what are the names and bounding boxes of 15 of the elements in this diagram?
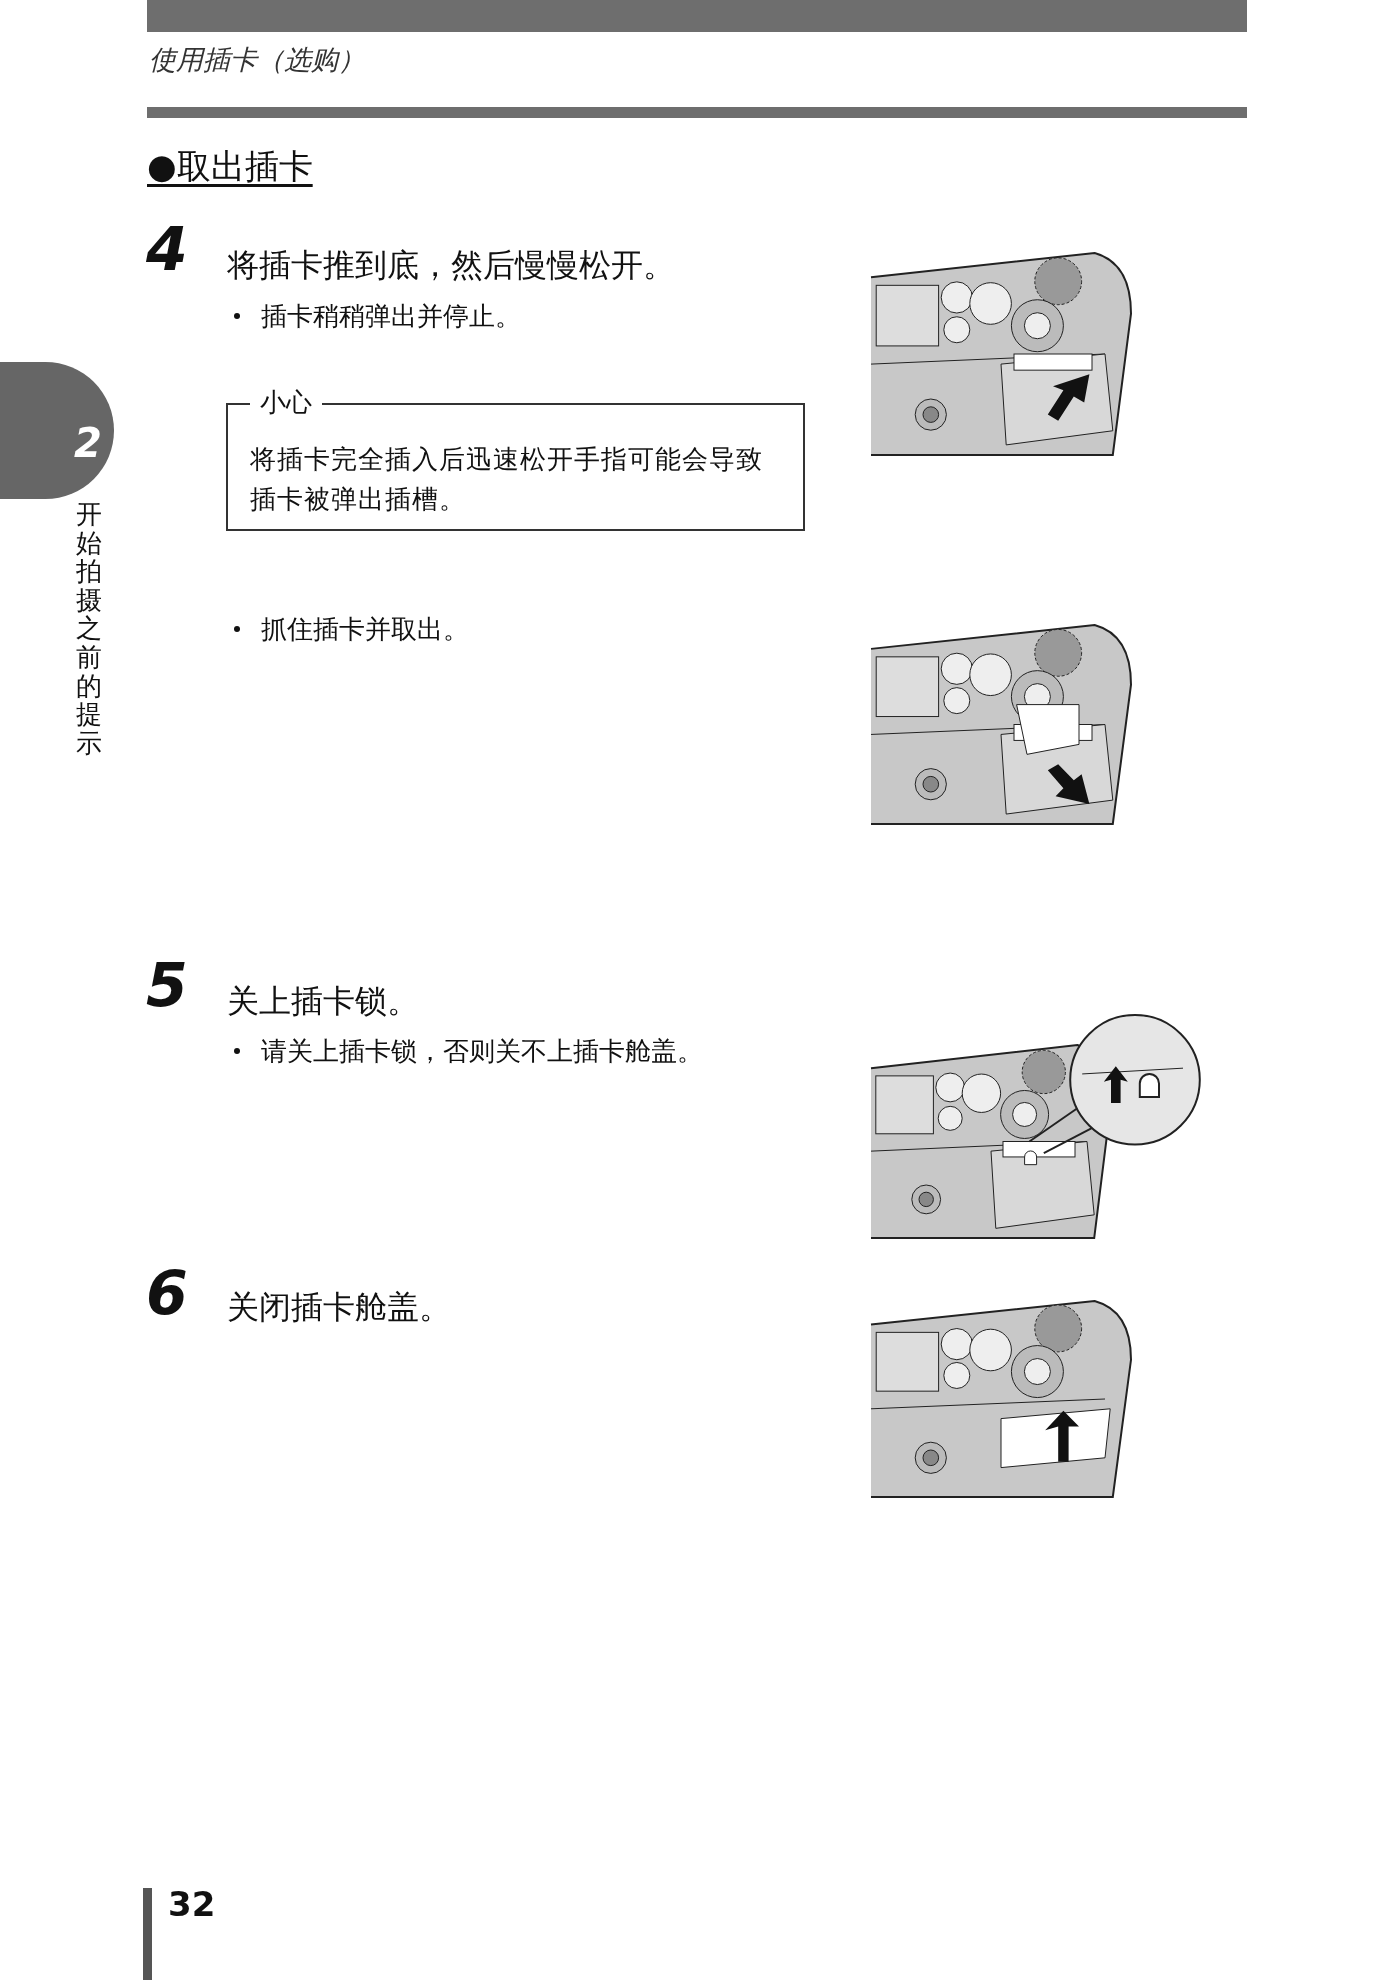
step-number: 6 bbox=[146, 1258, 188, 1328]
step-instruction: 将插卡推到底，然后慢慢松开。 bbox=[227, 245, 675, 286]
caution-text: 将插卡完全插入后迅速松开手指可能会导致插卡被弹出插槽。 bbox=[250, 443, 764, 516]
bullet-note: 抓住插卡并取出。 bbox=[261, 613, 469, 646]
chapter-number: 2 bbox=[74, 420, 102, 466]
bullet-note: 插卡稍稍弹出并停止。 bbox=[261, 300, 521, 333]
step-instruction: 关闭插卡舱盖。 bbox=[227, 1287, 451, 1328]
chapter-title: 开始拍摄之前的提示 bbox=[76, 500, 102, 758]
page-number: 32 bbox=[168, 1884, 216, 1924]
bullet-note: 请关上插卡锁，否则关不上插卡舱盖。 bbox=[261, 1035, 703, 1068]
section-heading: ●取出插卡 bbox=[147, 145, 313, 188]
step-number: 4 bbox=[146, 214, 188, 284]
step-instruction: 关上插卡锁。 bbox=[227, 981, 419, 1022]
page-header: 使用插卡（选购） bbox=[149, 43, 365, 77]
step-number: 5 bbox=[146, 950, 188, 1020]
